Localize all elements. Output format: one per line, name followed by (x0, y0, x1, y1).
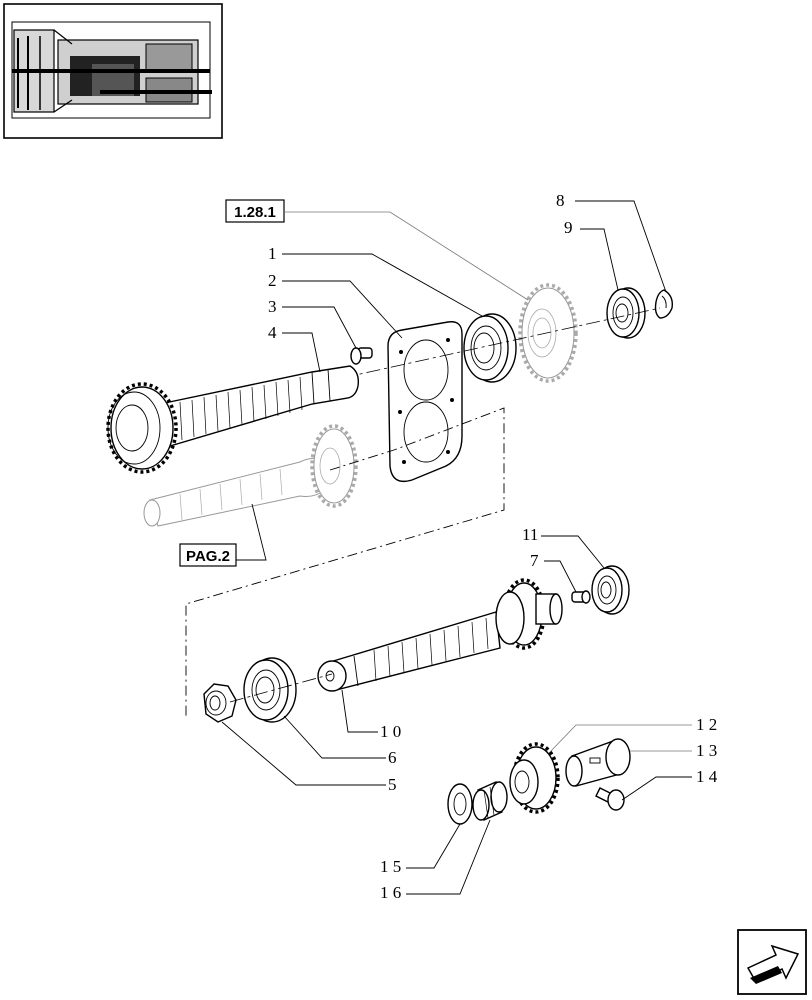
callout-13: 1 3 (696, 741, 717, 760)
callout-3: 3 (268, 297, 277, 316)
leader-15 (406, 823, 461, 869)
callout-6: 6 (388, 748, 397, 767)
leader-16 (406, 819, 491, 895)
part-8-snap-ring[interactable] (654, 289, 674, 319)
leader-14 (621, 776, 692, 801)
part-10-shaft[interactable] (317, 578, 563, 692)
upper-axis-line (341, 307, 661, 379)
next-page-arrow-icon (746, 944, 800, 984)
leader-8 (575, 200, 667, 293)
part-5-nut[interactable] (203, 683, 237, 723)
leader-2 (282, 280, 403, 339)
part-6-bearing[interactable] (243, 657, 297, 723)
leader-4 (282, 332, 321, 373)
callout-16: 1 6 (380, 883, 401, 902)
lower-shaft-ghost (143, 424, 358, 527)
leader-7 (544, 560, 577, 593)
part-2-plate[interactable] (387, 321, 463, 483)
leader-1 (282, 253, 483, 317)
overview-thumbnail[interactable] (3, 3, 223, 139)
callout-15: 1 5 (380, 857, 401, 876)
callout-8: 8 (556, 191, 565, 210)
leader-6 (283, 715, 386, 759)
part-14-screw[interactable] (595, 787, 625, 811)
group-ref-box[interactable]: 1.28.1 (225, 199, 285, 223)
group-ref-leader (284, 211, 529, 301)
part-9-bearing[interactable] (606, 287, 646, 339)
callout-5: 5 (388, 775, 397, 794)
leader-10 (341, 689, 378, 733)
callout-10: 1 0 (380, 722, 401, 741)
callout-7: 7 (530, 551, 539, 570)
group-ref-label: 1.28.1 (234, 204, 276, 221)
callout-11: 11 (522, 525, 538, 544)
page-ref-label: PAG.2 (186, 548, 230, 565)
part-15-washer[interactable] (447, 783, 473, 825)
leader-3 (282, 306, 357, 349)
leader-11 (541, 535, 605, 569)
assembly-link-dashed (185, 407, 505, 716)
callout-2: 2 (268, 271, 277, 290)
part-12-gear[interactable] (509, 742, 560, 814)
leader-12 (549, 724, 692, 753)
part-16-roller-bearing[interactable] (472, 781, 508, 821)
next-page-button[interactable] (737, 929, 807, 995)
part-3-pin[interactable] (350, 347, 373, 365)
leader-9 (580, 228, 619, 291)
callout-12: 1 2 (696, 715, 717, 734)
callout-14: 1 4 (696, 767, 718, 786)
part-4-shaft[interactable] (106, 365, 360, 474)
page-ref-box[interactable]: PAG.2 (179, 543, 237, 567)
lower-axis-line (229, 673, 333, 703)
transmission-thumbnail-drawing (11, 21, 212, 119)
part-7-pin[interactable] (571, 590, 591, 604)
part-13-pin[interactable] (565, 738, 631, 787)
callout-1: 1 (268, 244, 277, 263)
callout-9: 9 (564, 218, 573, 237)
part-1-bearing[interactable] (463, 313, 517, 383)
part-11-bearing[interactable] (591, 565, 630, 615)
page-ref-leader (236, 503, 267, 561)
leader-5 (221, 721, 386, 786)
callout-4: 4 (268, 323, 277, 342)
